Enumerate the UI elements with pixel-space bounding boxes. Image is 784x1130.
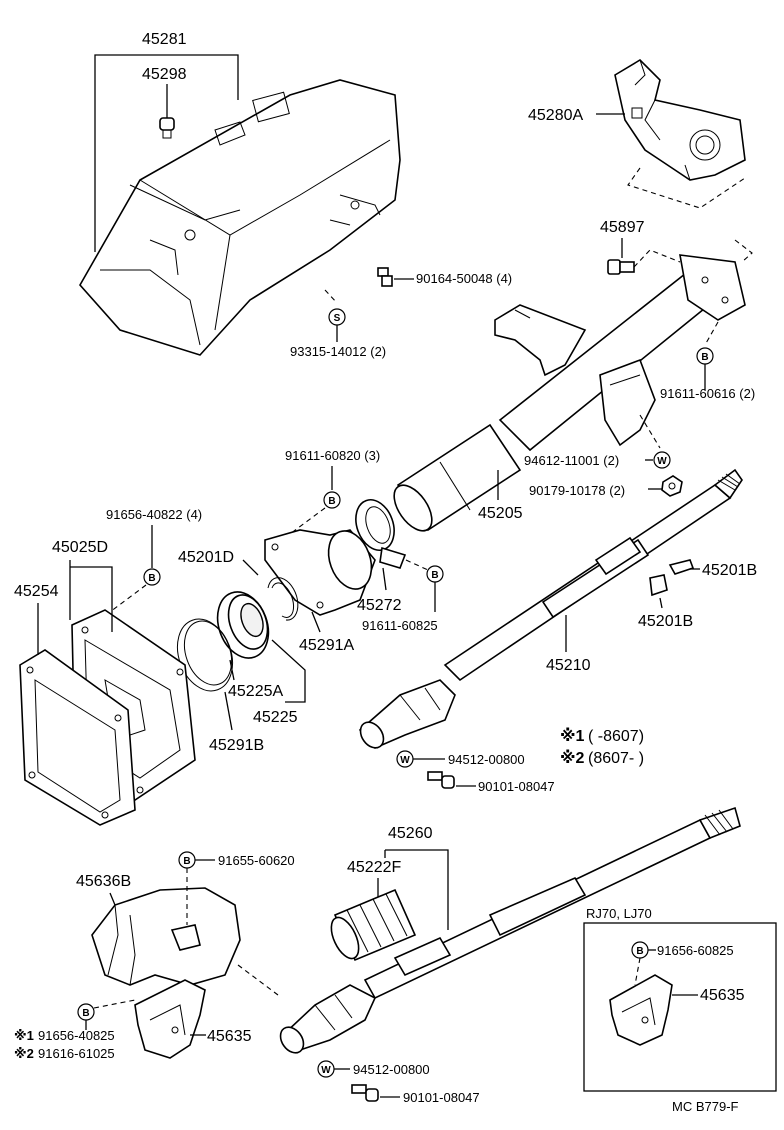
label-90101-08047-a: 90101-08047: [478, 779, 555, 794]
gasket-45254-drawing: [19, 649, 136, 826]
label-91611-60820: 91611-60820 (3): [285, 448, 380, 463]
label-45225: 45225: [253, 709, 298, 726]
note-2-mark: ※2: [560, 749, 585, 767]
shaft-45210-drawing: [358, 468, 743, 749]
cover-45636B-drawing: [91, 887, 241, 986]
label-91616-61025: 91616-61025: [38, 1046, 115, 1061]
screw-45298-icon: [159, 117, 175, 139]
svg-text:W: W: [321, 1065, 331, 1076]
screw-90164-icon: [377, 267, 393, 287]
symbol-b-icon: B: [696, 347, 714, 365]
boot-45222F-drawing: [330, 888, 417, 962]
bracket-45635-a-drawing: [134, 979, 206, 1059]
symbol-b-icon: B: [77, 1003, 95, 1021]
clip-45201B-icon: [649, 559, 695, 597]
symbol-b-icon: B: [323, 491, 341, 509]
symbol-w-icon: W: [396, 750, 414, 768]
label-45025D: 45025D: [52, 539, 108, 556]
label-45897: 45897: [600, 219, 645, 236]
bolt-90101-a-icon: [427, 771, 455, 789]
label-94512-00800-a: 94512-00800: [448, 752, 525, 767]
label-45201D: 45201D: [178, 549, 234, 566]
model-box-title: RJ70, LJ70: [586, 906, 652, 921]
label-45298: 45298: [142, 66, 187, 83]
svg-text:B: B: [636, 946, 643, 957]
note-b2-mark: ※2: [14, 1046, 34, 1061]
symbol-s-icon: S: [328, 308, 346, 326]
label-45281: 45281: [142, 31, 187, 48]
label-91656-40825: 91656-40825: [38, 1028, 115, 1043]
label-45291A: 45291A: [299, 637, 354, 654]
note-1-mark: ※1: [560, 727, 585, 745]
bracket-45635-b-drawing: [609, 974, 673, 1046]
symbol-b-icon: B: [143, 568, 161, 586]
svg-text:B: B: [431, 570, 438, 581]
svg-text:B: B: [701, 352, 708, 363]
note-b1-mark: ※1: [14, 1028, 34, 1043]
label-94612-11001: 94612-11001 (2): [524, 453, 619, 468]
note-1-range: ( -8607): [588, 728, 644, 745]
bearing-45225-drawing: [216, 591, 270, 659]
bolt-45897-icon: [607, 259, 635, 275]
nut-90179-icon: [661, 475, 683, 497]
label-45205: 45205: [478, 505, 523, 522]
label-45635-b: 45635: [700, 987, 745, 1004]
label-45635-a: 45635: [207, 1028, 252, 1045]
label-91611-60616: 91611-60616 (2): [660, 386, 755, 401]
label-45225A: 45225A: [228, 683, 283, 700]
label-45201B-b: 45201B: [638, 613, 693, 630]
bolt-90101-b-icon: [351, 1084, 379, 1102]
bracket-45280A-drawing: [614, 58, 746, 181]
svg-text:B: B: [328, 496, 335, 507]
label-45254: 45254: [14, 583, 59, 600]
label-45201B-a: 45201B: [702, 562, 757, 579]
label-93315-14012: 93315-14012 (2): [290, 344, 386, 359]
shaft-45260-drawing: [279, 806, 741, 1054]
symbol-w-icon: W: [317, 1060, 335, 1078]
symbol-b-icon: B: [426, 565, 444, 583]
label-90164-50048: 90164-50048 (4): [416, 271, 512, 286]
label-45222F: 45222F: [347, 859, 401, 876]
upper-column-tube-drawing: [494, 254, 746, 452]
symbol-w-icon: W: [653, 451, 671, 469]
symbol-b-icon: B: [631, 941, 649, 959]
label-91611-60825: 91611-60825: [362, 618, 438, 633]
svg-text:S: S: [334, 313, 341, 324]
label-45291B: 45291B: [209, 737, 264, 754]
label-90179-10178: 90179-10178 (2): [529, 483, 625, 498]
housing-45291A-drawing: [264, 529, 376, 616]
column-cover-drawing: [79, 79, 401, 356]
symbol-b-icon: B: [178, 851, 196, 869]
snap-ring-45201D-icon: [267, 577, 299, 621]
svg-text:W: W: [657, 456, 667, 467]
model-inset-box: [583, 922, 777, 1092]
label-45280A: 45280A: [528, 107, 583, 124]
label-45272: 45272: [357, 597, 402, 614]
label-45636B: 45636B: [76, 873, 131, 890]
label-91656-60825: 91656-60825: [657, 943, 734, 958]
column-tube-45205-drawing: [393, 423, 522, 532]
svg-text:B: B: [183, 856, 190, 867]
label-45210: 45210: [546, 657, 591, 674]
label-90101-08047-b: 90101-08047: [403, 1090, 480, 1105]
svg-text:W: W: [400, 755, 410, 766]
svg-text:B: B: [82, 1008, 89, 1019]
reference-code: MC B779-F: [672, 1099, 739, 1114]
label-45260: 45260: [388, 825, 433, 842]
svg-text:B: B: [148, 573, 155, 584]
note-2-range: (8607- ): [588, 750, 644, 767]
label-91655-60620: 91655-60620: [218, 853, 295, 868]
label-91656-40822: 91656-40822 (4): [106, 507, 202, 522]
label-94512-00800-b: 94512-00800: [353, 1062, 430, 1077]
clamp-45272-drawing: [355, 499, 407, 569]
